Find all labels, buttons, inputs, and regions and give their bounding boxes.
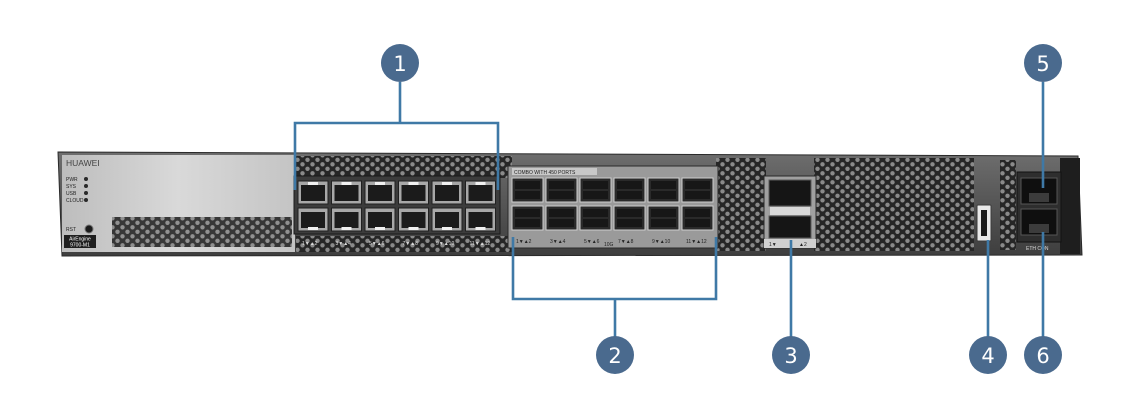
pwr-led-icon (84, 177, 88, 181)
callouts: 1 2 3 4 5 6 (381, 44, 1062, 374)
rj45-port-3[interactable] (331, 180, 362, 205)
indicator-pwr-label: PWR (66, 177, 78, 183)
eth-con-label: ETH CON (1026, 246, 1049, 252)
sfp-port-12[interactable] (681, 205, 714, 231)
callout-4-number: 4 (981, 344, 994, 368)
rj45-port-block: 1▼▲2 3▼▲4 5▼▲6 7▼▲8 9▼▲10 11▼▲12 (293, 175, 501, 247)
callout-2-number: 2 (608, 344, 621, 368)
sfp-port-label: 1▼▲2 (516, 239, 532, 245)
qsfp-label-1: 1▼ (769, 242, 777, 248)
callout-1: 1 (381, 44, 419, 82)
model-badge (64, 235, 96, 248)
status-indicators: PWR SYS USB CLOUD (66, 177, 88, 204)
sfp-port-10[interactable] (647, 205, 680, 231)
qsfp-port-1[interactable] (768, 179, 812, 207)
sfp-port-label: 3▼▲4 (550, 239, 566, 245)
qsfp-port-block: 1▼ ▲2 (763, 175, 817, 249)
sfp-header-label: COMBO WITH 450 PORTS (514, 170, 576, 176)
sfp-port-1[interactable] (511, 177, 544, 203)
indicator-cloud-label: CLOUD (66, 198, 84, 204)
callout-4: 4 (969, 336, 1007, 374)
reset-label: RST (66, 227, 76, 233)
usb-port[interactable] (976, 204, 992, 242)
callout-3: 3 (772, 336, 810, 374)
rj45-port-11[interactable] (465, 180, 496, 205)
callout-5: 5 (1024, 44, 1062, 82)
qsfp-label-2: ▲2 (799, 242, 807, 248)
brand-logo: HUAWEI (66, 158, 100, 168)
sfp-port-7[interactable] (613, 177, 646, 203)
rj45-port-5[interactable] (364, 180, 396, 205)
sfp-port-11[interactable] (681, 177, 714, 203)
rj45-port-label: 5▼▲6 (369, 241, 385, 247)
sfp-port-label: 7▼▲8 (618, 239, 634, 245)
rj45-port-label: 7▼▲8 (403, 241, 419, 247)
rj45-port-9[interactable] (431, 180, 463, 205)
usb-led-icon (84, 191, 88, 195)
callout-6: 6 (1024, 336, 1062, 374)
callout-1-bracket (293, 121, 500, 190)
sfp-port-label: 11▼▲12 (686, 239, 707, 245)
callout-6-number: 6 (1036, 344, 1049, 368)
sfp-speed-label: 10G (604, 242, 614, 248)
sfp-port-4[interactable] (545, 205, 578, 231)
qsfp-led-strip (770, 207, 810, 215)
callout-2: 2 (596, 336, 634, 374)
sfp-port-6[interactable] (579, 205, 612, 231)
callout-lines (293, 82, 1045, 338)
rj45-port-4[interactable] (331, 207, 362, 232)
sfp-port-3[interactable] (545, 177, 578, 203)
sfp-port-2[interactable] (511, 205, 544, 231)
vent-grille (296, 156, 1016, 252)
callout-5-number: 5 (1036, 52, 1049, 76)
front-left-panel: HUAWEI PWR SYS USB CLOUD RST AirEngine 9… (62, 155, 295, 252)
sfp-port-label: 5▼▲6 (584, 239, 600, 245)
rj45-port-label: 9▼▲10 (436, 241, 454, 247)
rj45-port-8[interactable] (398, 207, 429, 232)
rj45-port-label: 1▼▲2 (302, 241, 318, 247)
rj45-port-12[interactable] (465, 207, 496, 232)
reset-button[interactable] (84, 224, 94, 234)
rj45-port-6[interactable] (364, 207, 396, 232)
rj45-port-7[interactable] (398, 180, 429, 205)
sfp-port-8[interactable] (613, 205, 646, 231)
sfp-port-label: 9▼▲10 (652, 239, 670, 245)
sfp-port-5[interactable] (579, 177, 612, 203)
rj45-port-2[interactable] (297, 207, 329, 232)
model-line2: 9700-M1 (70, 243, 90, 249)
rj45-port-1[interactable] (297, 180, 329, 205)
sys-led-icon (84, 184, 88, 188)
callout-3-number: 3 (784, 344, 797, 368)
rj45-port-10[interactable] (431, 207, 463, 232)
model-line1: AirEngine (69, 237, 91, 243)
sfp-port-block: COMBO WITH 450 PORTS 1▼▲2 3▼▲4 5▼▲6 7▼▲8 9▼▲… (507, 165, 719, 249)
console-port[interactable] (1020, 208, 1058, 236)
callout-1-number: 1 (393, 52, 406, 76)
qsfp-port-2[interactable] (768, 215, 812, 239)
sfp-port-9[interactable] (647, 177, 680, 203)
rj45-port-label: 3▼▲4 (336, 241, 352, 247)
cloud-led-icon (84, 198, 88, 202)
management-port-block: ETH CON (1016, 171, 1062, 252)
indicator-sys-label: SYS (66, 184, 77, 190)
rj45-port-label: 11▼▲12 (470, 241, 491, 247)
indicator-usb-label: USB (66, 191, 77, 197)
